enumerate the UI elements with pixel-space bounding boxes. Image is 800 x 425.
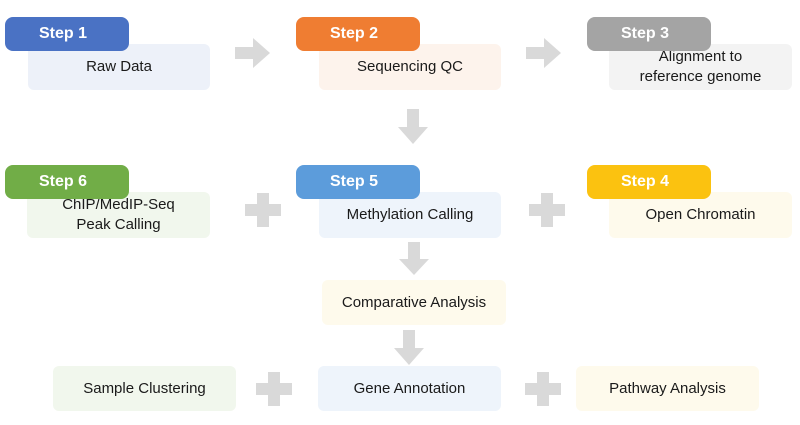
step-4-label: Step 4: [621, 173, 670, 190]
plus-icon: [245, 193, 281, 227]
raw-data-label: Raw Data: [86, 58, 152, 75]
down-arrow-icon: [394, 330, 424, 365]
right-arrow-icon: [526, 38, 561, 68]
peak-calling-box: ChIP/MedIP-Seq Peak Calling: [27, 192, 210, 238]
methylation-calling-box: Methylation Calling: [319, 192, 501, 238]
comparative-analysis-label: Comparative Analysis: [341, 293, 487, 311]
plus-icon: [529, 193, 565, 227]
pathway-analysis-box: Pathway Analysis: [576, 366, 759, 411]
step-2-badge: Step 2: [296, 17, 420, 51]
step-3-label: Step 3: [621, 25, 670, 42]
step-6-badge: Step 6: [5, 165, 129, 199]
raw-data-box: Raw Data: [28, 44, 210, 90]
step-5-label: Step 5: [330, 173, 379, 190]
down-arrow-icon: [398, 109, 428, 144]
step-1-badge: Step 1: [5, 17, 129, 51]
step-6-label: Step 6: [39, 173, 88, 190]
gene-annotation-box: Gene Annotation: [318, 366, 501, 411]
alignment-label-line-1: Alignment to: [658, 48, 743, 65]
step-3-badge: Step 3: [587, 17, 711, 51]
sequencing-qc-label: Sequencing QC: [357, 58, 463, 75]
sequencing-qc-box: Sequencing QC: [319, 44, 501, 90]
comparative-analysis-box: Comparative Analysis: [322, 280, 506, 325]
pathway-analysis-label: Pathway Analysis: [609, 379, 726, 397]
gene-annotation-label: Gene Annotation: [353, 379, 466, 397]
step-2-label: Step 2: [330, 25, 379, 42]
right-arrow-icon: [235, 38, 270, 68]
step-5-badge: Step 5: [296, 165, 420, 199]
plus-icon: [256, 372, 292, 406]
down-arrow-icon: [399, 242, 429, 275]
peak-calling-label-line-1: ChIP/MedIP-Seq: [62, 196, 175, 213]
step-1-label: Step 1: [39, 25, 88, 42]
sample-clustering-label: Sample Clustering: [83, 379, 206, 397]
methylation-calling-label: Methylation Calling: [346, 206, 474, 223]
open-chromatin-label: Open Chromatin: [645, 206, 756, 223]
open-chromatin-box: Open Chromatin: [609, 192, 792, 238]
alignment-box: Alignment to reference genome: [609, 44, 792, 90]
plus-icon: [525, 372, 561, 406]
peak-calling-label-line-2: Peak Calling: [76, 216, 161, 233]
sample-clustering-box: Sample Clustering: [53, 366, 236, 411]
step-4-badge: Step 4: [587, 165, 711, 199]
alignment-label-line-2: reference genome: [639, 68, 762, 85]
